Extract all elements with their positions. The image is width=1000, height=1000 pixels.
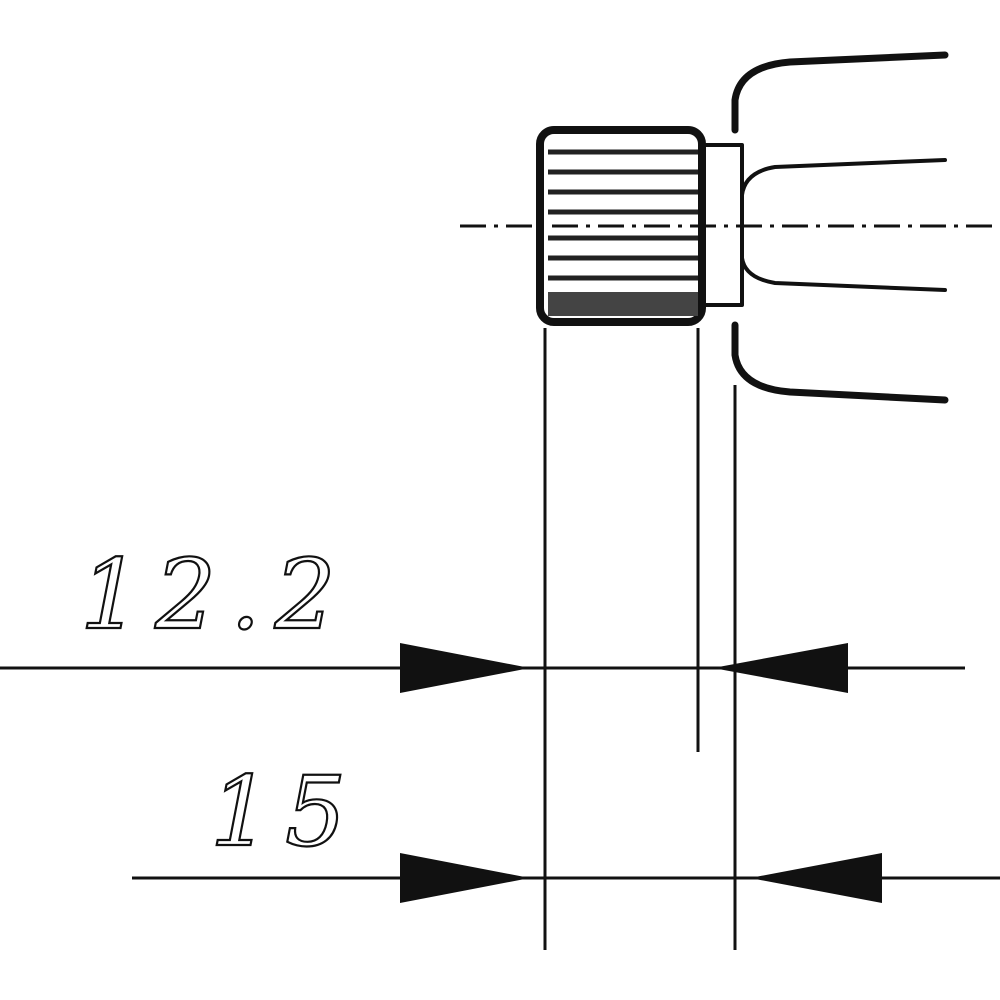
housing-inner-top-curve xyxy=(740,158,947,212)
knob-dark-band xyxy=(548,292,698,316)
arrowhead-left-top xyxy=(400,643,530,693)
extension-lines xyxy=(543,328,737,950)
housing-bottom-outline xyxy=(731,321,949,404)
knurl-stripes xyxy=(548,149,698,281)
housing-inner-bottom-curve xyxy=(740,243,947,292)
housing-top-outline xyxy=(731,51,949,134)
dimension-label-15: 15 xyxy=(210,756,360,868)
dimension-label-12-2: 12.2 xyxy=(80,539,350,651)
dimension-12-2: 12.2 xyxy=(0,538,965,693)
dimension-15: 15 xyxy=(132,755,1000,903)
arrowhead-right-top xyxy=(713,643,848,693)
arrowhead-left-bottom xyxy=(400,853,530,903)
arrowhead-right-bottom xyxy=(750,853,882,903)
